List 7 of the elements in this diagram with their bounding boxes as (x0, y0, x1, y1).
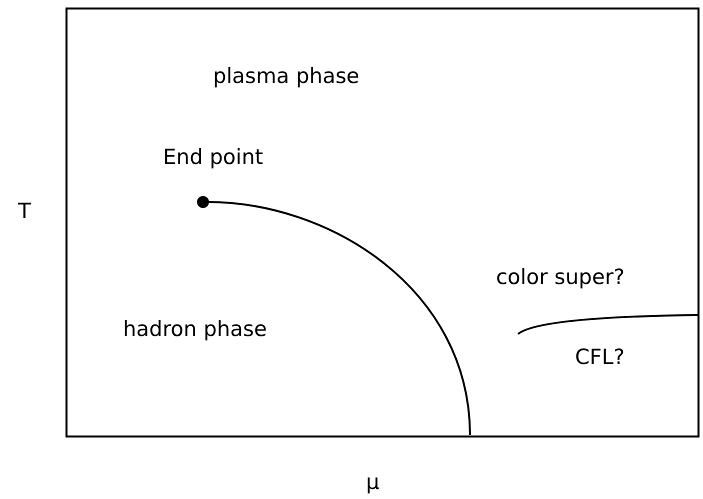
axis-label: μ (366, 470, 380, 496)
phase-label: CFL? (575, 345, 625, 370)
axis-label: T (18, 199, 31, 224)
phase-label: color super? (496, 265, 625, 290)
phase-label: hadron phase (123, 317, 267, 342)
phase-label: plasma phase (213, 64, 360, 90)
point-label: End point (163, 145, 264, 170)
